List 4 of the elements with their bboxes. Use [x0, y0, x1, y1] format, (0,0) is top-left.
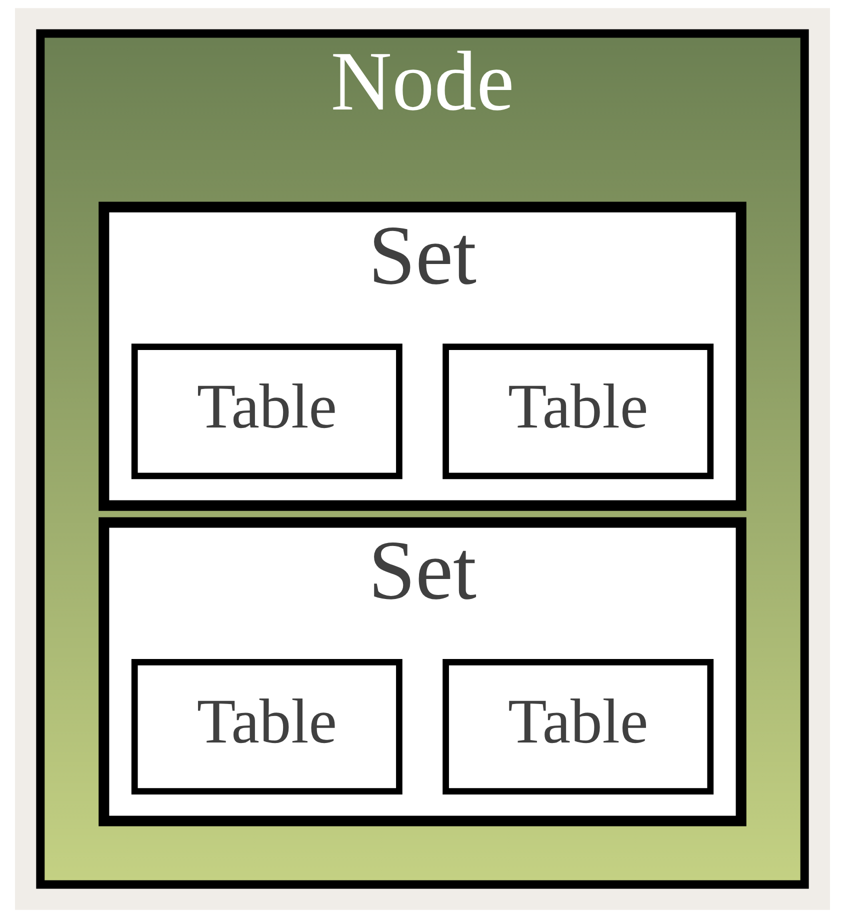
node-box: Table	[442, 344, 714, 480]
node-box: Table	[131, 659, 402, 795]
node-box: Table	[442, 659, 714, 795]
node-box: Table	[131, 344, 402, 480]
